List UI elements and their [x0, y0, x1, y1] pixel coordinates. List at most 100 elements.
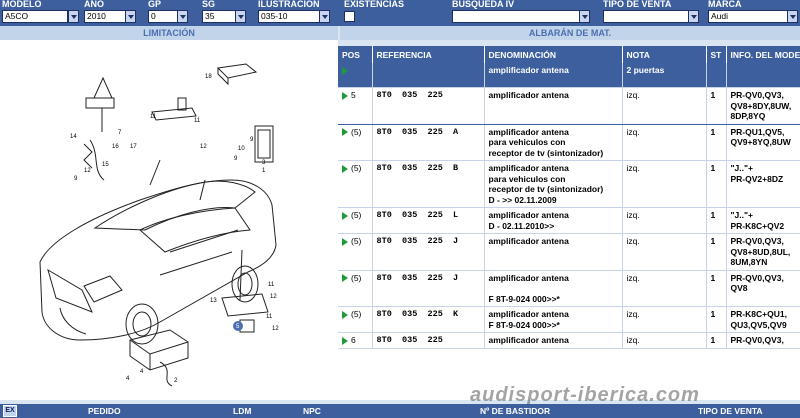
- callout-label: 4: [140, 369, 144, 375]
- callout-label: 12: [270, 294, 277, 300]
- bottom-toolbar: EX PEDIDO LDM NPC Nº DE BASTIDOR TIPO DE…: [0, 404, 800, 418]
- callout-label: 3: [262, 160, 266, 166]
- position-number: (5): [351, 210, 362, 220]
- column-header[interactable]: POS: [338, 46, 373, 63]
- callout-label: 9: [234, 156, 238, 162]
- callout-label: 13: [210, 298, 217, 304]
- bastidor-tab[interactable]: Nº DE BASTIDOR: [480, 406, 551, 416]
- chevron-down-icon[interactable]: [688, 10, 699, 23]
- reference-cell: 8T0 035 225: [372, 332, 485, 349]
- model-info-cell: PR-QU1,QV5, QV9+8YQ,8UW: [726, 124, 800, 161]
- reference-cell: 8T0 035 225 L: [372, 207, 485, 234]
- table-header-row: POS REFERENCIA DENOMINACIÓN NOTA ST INFO…: [338, 46, 800, 63]
- st-cell: 1: [706, 306, 727, 333]
- callout-label: 18: [205, 74, 212, 80]
- existencias-checkbox[interactable]: [344, 11, 355, 22]
- tipo-venta-tab[interactable]: TIPO DE VENTA: [698, 406, 763, 416]
- denomination-cell: amplificador antena: [484, 332, 623, 349]
- st-cell: 1: [706, 160, 727, 208]
- pos-cell: (5): [338, 207, 373, 234]
- st-cell: 1: [706, 207, 727, 234]
- chevron-down-icon[interactable]: [125, 10, 136, 23]
- field-ano: AÑO 2010: [82, 0, 138, 26]
- albaran-band[interactable]: ALBARÁN DE MAT.: [340, 26, 800, 40]
- play-icon[interactable]: [342, 336, 348, 345]
- st-cell: 1: [706, 233, 727, 271]
- position-number: 6: [351, 335, 356, 345]
- gp-select[interactable]: 0: [148, 10, 178, 23]
- ilustracion-select[interactable]: 035-10: [258, 10, 320, 23]
- play-icon[interactable]: [342, 274, 348, 283]
- chevron-down-icon[interactable]: [787, 10, 798, 23]
- position-number: (5): [351, 163, 362, 173]
- model-info-cell: PR-QV0,QV3, QV8+8DY,8UW, 8DP,8YQ: [726, 87, 800, 125]
- column-header[interactable]: INFO. DEL MODE: [726, 46, 800, 63]
- parts-table-container[interactable]: POS REFERENCIA DENOMINACIÓN NOTA ST INFO…: [338, 46, 800, 400]
- callout-label: 2: [174, 378, 178, 384]
- chevron-down-icon[interactable]: [319, 10, 330, 23]
- modelo-select[interactable]: A5CO: [2, 10, 68, 23]
- play-icon[interactable]: [342, 128, 348, 137]
- field-ilustracion: ILUSTRACION 035-10: [256, 0, 332, 26]
- field-label: MODELO: [2, 0, 42, 9]
- denomination-cell: amplificador antena F 8T-9-024 000>>*: [484, 270, 623, 307]
- position-number: (5): [351, 126, 362, 137]
- tipo-venta-select[interactable]: [603, 10, 689, 23]
- group-denomination: amplificador antena: [484, 63, 623, 88]
- note-cell: izq.: [622, 207, 707, 234]
- callout-label: 7: [118, 130, 122, 136]
- chevron-down-icon[interactable]: [235, 10, 246, 23]
- ldm-tab[interactable]: LDM: [233, 406, 252, 416]
- play-icon[interactable]: [342, 164, 348, 173]
- npc-tab[interactable]: NPC: [303, 406, 321, 416]
- column-header[interactable]: ST: [706, 46, 727, 63]
- play-icon[interactable]: [342, 310, 348, 319]
- position-number: (5): [351, 236, 362, 246]
- pos-cell: 5: [338, 87, 373, 125]
- chevron-down-icon[interactable]: [579, 10, 590, 23]
- note-cell: izq.: [622, 332, 707, 349]
- marca-select[interactable]: Audi: [708, 10, 788, 23]
- group-header-row[interactable]: amplificador antena 2 puertas: [338, 63, 800, 88]
- pedido-tab[interactable]: PEDIDO: [88, 406, 121, 416]
- field-busqueda: BUSQUEDA IV: [450, 0, 592, 26]
- sg-select[interactable]: 35: [202, 10, 236, 23]
- play-icon[interactable]: [342, 237, 348, 246]
- field-label: TIPO DE VENTA: [603, 0, 672, 9]
- chevron-down-icon[interactable]: [177, 10, 188, 23]
- play-icon[interactable]: [342, 91, 348, 100]
- pos-cell: (5): [338, 124, 373, 161]
- model-info-cell: PR-QV0,QV3, QV8+8UD,8UL, 8UM,8YN: [726, 233, 800, 271]
- note-cell: izq.: [622, 270, 707, 307]
- position-number: (5): [351, 272, 362, 283]
- column-header[interactable]: REFERENCIA: [372, 46, 485, 63]
- reference-cell: 8T0 035 225 J: [372, 233, 485, 271]
- column-header[interactable]: NOTA: [622, 46, 707, 63]
- st-cell: 1: [706, 332, 727, 349]
- callout-label: 11: [194, 118, 201, 124]
- play-icon[interactable]: [342, 211, 348, 220]
- field-existencias: EXISTENCIAS: [342, 0, 432, 26]
- note-cell: izq.: [622, 306, 707, 333]
- ex-button[interactable]: EX: [3, 405, 17, 417]
- limitacion-band[interactable]: LIMITACIÓN: [0, 26, 338, 40]
- play-icon[interactable]: [342, 66, 348, 75]
- field-label: MARCA: [708, 0, 742, 9]
- field-tipo-venta: TIPO DE VENTA: [601, 0, 701, 26]
- ano-select[interactable]: 2010: [84, 10, 126, 23]
- busqueda-input[interactable]: [452, 10, 580, 23]
- illustration-panel[interactable]: 18 11 14 11 12 16 17 7 9 10 1 9 3 4 12 1…: [0, 40, 338, 400]
- denomination-cell: amplificador antena para vehiculos con r…: [484, 124, 623, 161]
- reference-cell: 8T0 035 225 K: [372, 306, 485, 333]
- chevron-down-icon[interactable]: [68, 10, 79, 23]
- callout-label: 12: [200, 144, 207, 150]
- column-header[interactable]: DENOMINACIÓN: [484, 46, 623, 63]
